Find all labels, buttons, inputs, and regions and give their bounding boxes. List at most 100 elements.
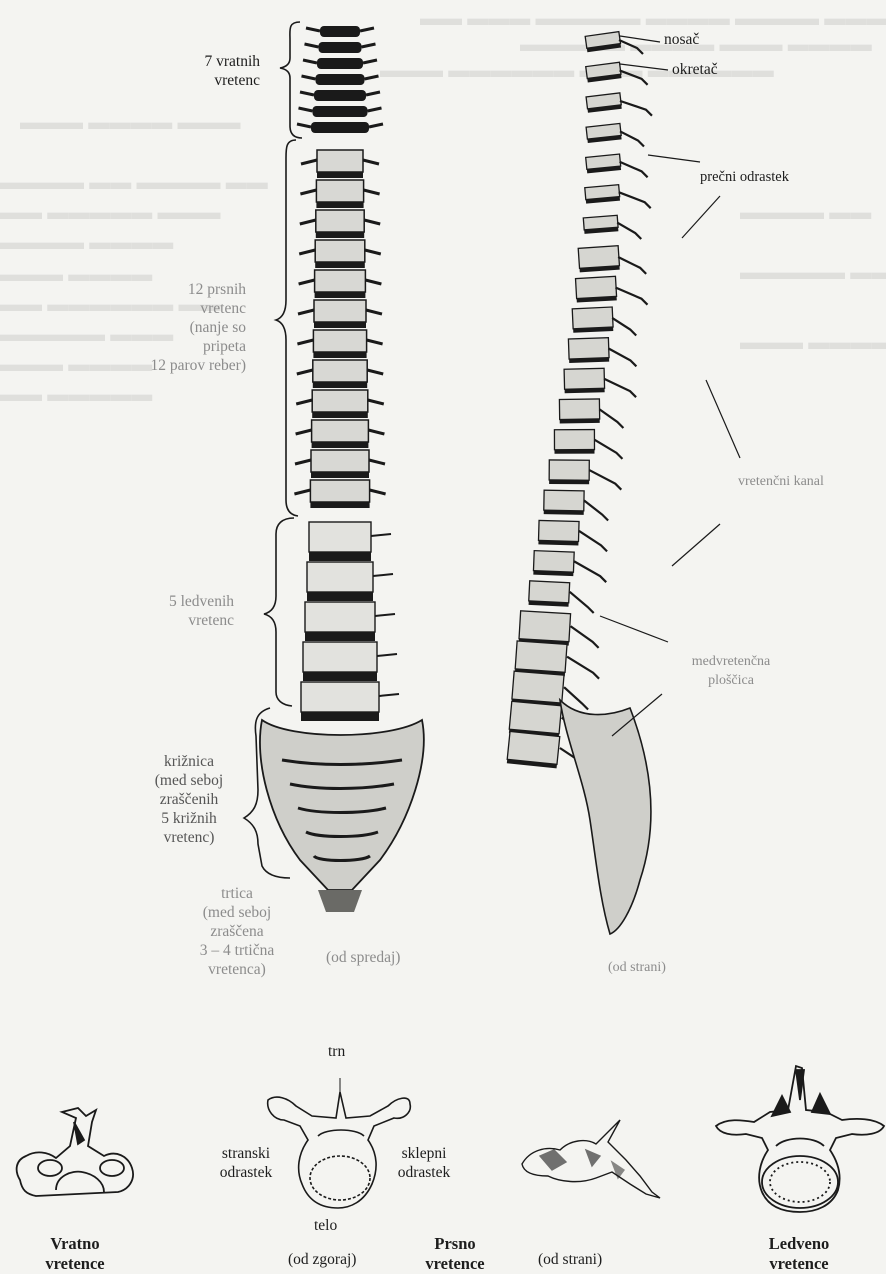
side-vertebra bbox=[554, 430, 594, 450]
side-vertebra bbox=[578, 246, 619, 269]
side-spinous-process bbox=[620, 70, 648, 84]
side-vertebra bbox=[507, 731, 560, 764]
thoracic-disc bbox=[312, 442, 369, 448]
lumbar-disc bbox=[309, 552, 371, 561]
lumbar-vertebra bbox=[303, 642, 377, 672]
thoracic-vertebra bbox=[315, 240, 365, 262]
cervical-vertebra-drawing bbox=[17, 1108, 133, 1196]
side-spinous-process bbox=[570, 592, 594, 613]
thoracic-disc bbox=[315, 292, 366, 298]
lumbar-process bbox=[373, 574, 393, 576]
thoracic-vertebra bbox=[311, 450, 369, 472]
cervical-vertebra bbox=[314, 90, 366, 101]
side-vertebra bbox=[515, 641, 567, 672]
side-disc bbox=[549, 480, 589, 484]
thoracic-disc bbox=[314, 322, 366, 328]
lumbar-vertebra bbox=[309, 522, 371, 552]
thoracic-disc bbox=[317, 172, 363, 178]
axis-label: okretač bbox=[672, 60, 718, 79]
side-spinous-process bbox=[619, 40, 643, 54]
side-spinous-process bbox=[594, 440, 622, 459]
cervical-vertebra bbox=[320, 26, 360, 37]
lumbar-disc bbox=[301, 712, 379, 721]
lumbar-process bbox=[375, 614, 395, 616]
cervical-vertebra bbox=[311, 122, 369, 133]
sacrum bbox=[260, 720, 424, 890]
side-vertebra bbox=[564, 368, 604, 389]
side-vertebra bbox=[572, 307, 613, 329]
side-vertebra bbox=[509, 701, 561, 733]
side-vertebra bbox=[529, 581, 570, 603]
thoracic-vertebra bbox=[310, 480, 369, 502]
side-spinous-process bbox=[617, 223, 641, 239]
thoracic-vertebra bbox=[315, 270, 366, 292]
lumbar-vertebra-title: Ledvenovretence bbox=[744, 1234, 854, 1274]
lumbar-process bbox=[379, 694, 399, 696]
lumbar-process bbox=[371, 534, 391, 536]
side-spinous-process bbox=[571, 626, 599, 648]
side-spinous-process bbox=[589, 470, 621, 490]
lumbar-vertebra bbox=[307, 562, 373, 592]
side-vertebra bbox=[549, 460, 589, 480]
thoracic-vertebra bbox=[317, 150, 363, 172]
side-spinous-process bbox=[620, 101, 652, 116]
lumbar-disc bbox=[305, 632, 375, 641]
thoracic-disc bbox=[311, 472, 369, 478]
lumbar-vertebra bbox=[305, 602, 375, 632]
thoracic-disc bbox=[313, 382, 367, 388]
thoracic-vertebra bbox=[316, 210, 364, 232]
vertebral-canal-label: vretenčni kanal bbox=[738, 472, 824, 491]
thoracic-disc bbox=[312, 412, 368, 418]
lumbar-disc bbox=[303, 672, 377, 681]
side-spinous-process bbox=[567, 657, 599, 679]
side-vertebra bbox=[539, 520, 580, 541]
cervical-vertebra bbox=[317, 58, 363, 69]
thoracic-vertebra-side-drawing bbox=[522, 1120, 660, 1198]
side-sacrum bbox=[560, 700, 651, 934]
side-spinous-process bbox=[599, 409, 623, 428]
spine-process-label: trn bbox=[328, 1042, 345, 1061]
side-vertebra bbox=[519, 611, 571, 642]
cervical-vertebra bbox=[316, 74, 365, 85]
lumbar-process bbox=[377, 654, 397, 656]
side-spinous-process bbox=[618, 257, 646, 274]
vertebral-body-label: telo bbox=[314, 1216, 337, 1235]
articular-process-label: sklepniodrastek bbox=[374, 1144, 474, 1182]
thoracic-vertebra bbox=[312, 390, 368, 412]
cervical-vertebra-title: Vratnovretence bbox=[20, 1234, 130, 1274]
side-spinous-process bbox=[615, 287, 647, 304]
thoracic-disc bbox=[316, 202, 363, 208]
thoracic-vertebra bbox=[313, 360, 367, 382]
lumbar-disc bbox=[307, 592, 373, 601]
lumbar-vertebra-drawing bbox=[716, 1066, 884, 1212]
thoracic-disc bbox=[310, 502, 369, 508]
thoracic-vertebra bbox=[312, 420, 369, 442]
side-view-caption: (od strani) bbox=[608, 958, 666, 977]
cervical-vertebra bbox=[313, 106, 368, 117]
thoracic-vertebra bbox=[313, 330, 366, 352]
thoracic-vertebra bbox=[314, 300, 366, 322]
side-spinous-process bbox=[604, 379, 636, 397]
side-spinous-process bbox=[619, 192, 651, 208]
side-vertebra bbox=[512, 671, 564, 703]
side-vertebra bbox=[544, 490, 584, 511]
coccyx bbox=[318, 890, 362, 912]
side-spinous-process bbox=[574, 561, 606, 582]
front-view-spine bbox=[260, 26, 424, 912]
side-spinous-process bbox=[584, 501, 608, 521]
side-vertebra bbox=[533, 551, 574, 573]
side-disc bbox=[544, 510, 584, 515]
thoracic-disc bbox=[316, 232, 364, 238]
side-disc bbox=[560, 419, 600, 424]
side-spinous-process bbox=[620, 162, 648, 178]
side-vertebra bbox=[576, 276, 617, 298]
side-spinous-process bbox=[579, 531, 607, 551]
front-view-caption: (od spredaj) bbox=[326, 948, 400, 967]
